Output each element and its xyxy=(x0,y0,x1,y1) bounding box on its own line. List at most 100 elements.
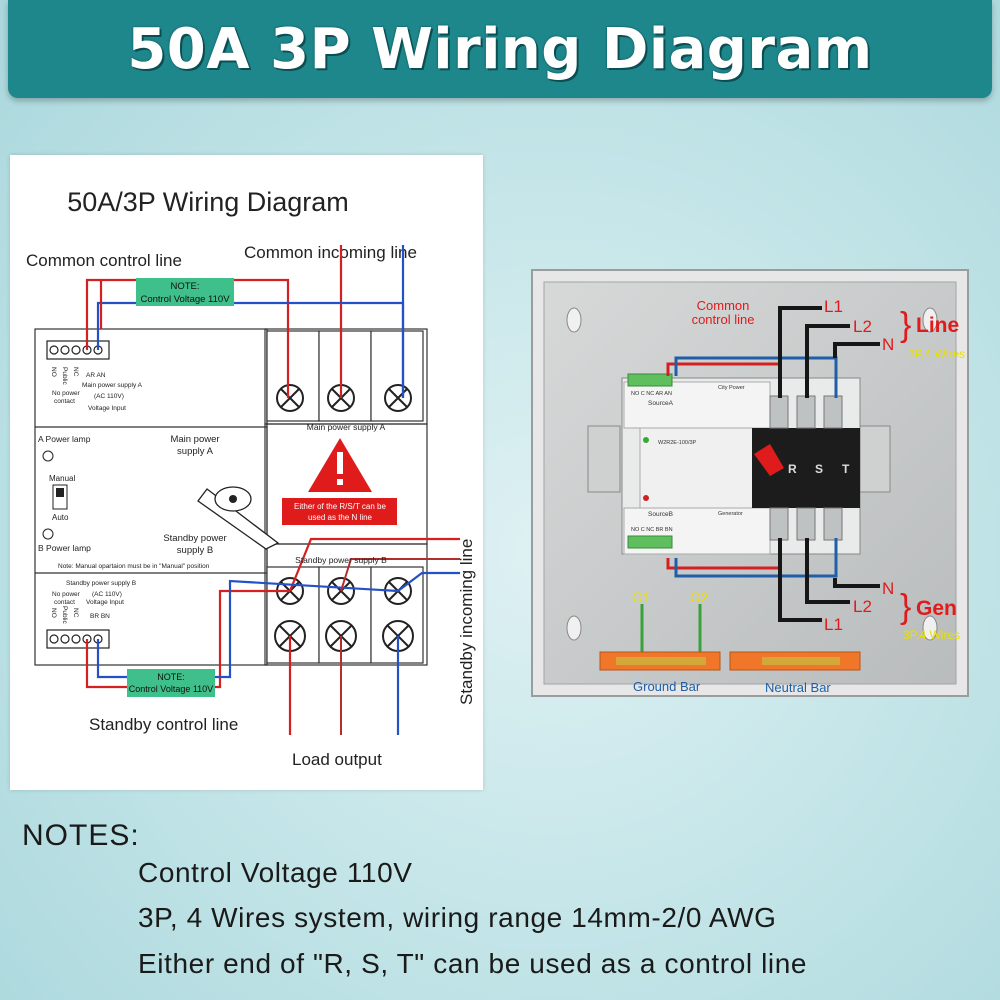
lamp-b xyxy=(643,495,649,501)
a-power-lamp-indicator xyxy=(42,450,54,462)
terminal-nc-a: NC xyxy=(72,367,79,377)
device-b-small-labels: No power contact (AC 110V) Voltage Input… xyxy=(50,591,124,624)
mount-slot-br xyxy=(922,615,938,641)
bracket-right xyxy=(857,425,891,493)
l1-top: L1 xyxy=(824,297,843,316)
terminal-nc-b: NC xyxy=(72,608,79,618)
common-control-line-1: Common xyxy=(697,298,750,313)
voltage-input-b: Voltage Input xyxy=(86,599,124,606)
note-box-top: NOTE: Control Voltage 110V xyxy=(136,278,234,306)
load-output-label: Load output xyxy=(292,750,382,769)
standby-supply-b-label: Standby power supply B xyxy=(295,555,387,565)
no-power-a-2: contact xyxy=(54,398,75,405)
model-code: W2R2E-100/3P xyxy=(658,440,697,446)
generator-label: Generator xyxy=(718,511,743,517)
terminal-public-b: Public xyxy=(61,606,68,624)
bar-screws xyxy=(616,657,840,665)
source-b-label: SourceB xyxy=(648,511,673,518)
controller-a xyxy=(623,381,771,429)
page-title: 50A 3P Wiring Diagram xyxy=(127,16,873,82)
g2-label: G2 xyxy=(690,589,709,605)
l2-bottom: L2 xyxy=(853,597,872,616)
neutral-bar-label: Neutral Bar xyxy=(765,680,831,695)
source-a-label: SourceA xyxy=(648,400,674,407)
mount-slot-bl xyxy=(566,615,582,641)
no-power-a-1: No power xyxy=(52,390,81,397)
terminal-strip-a xyxy=(627,373,673,387)
wires-gen-black xyxy=(778,538,880,622)
phase-t: T xyxy=(842,462,850,476)
note-item-1: Control Voltage 110V xyxy=(138,857,413,888)
terminal-strip-b xyxy=(627,535,673,549)
common-incoming-line-label: Common incoming line xyxy=(244,243,417,262)
note-bottom-line1: NOTE: xyxy=(157,672,185,682)
wires-ground xyxy=(640,604,702,660)
standby-supply-b-small: Standby power supply B xyxy=(66,580,136,587)
a-power-lamp: A Power lamp xyxy=(38,434,91,444)
wires-blue xyxy=(96,245,460,735)
lamp-a xyxy=(643,437,649,443)
wiring-schematic: 50A/3P Wiring Diagram Common control lin… xyxy=(10,155,483,790)
main-power-a-line1: Main power xyxy=(170,434,219,445)
wires-line-black xyxy=(778,306,880,398)
screw-main-r xyxy=(276,384,304,412)
warning-line1: Either of the R/S/T can be xyxy=(294,502,386,511)
control-terminal-b xyxy=(46,629,110,649)
main-power-a-line2: supply A xyxy=(177,446,214,457)
device-a-small-labels: NO Public NC AR AN Main power supply A (… xyxy=(50,367,143,412)
l2-top: L2 xyxy=(853,317,872,336)
schematic-title: 50A/3P Wiring Diagram xyxy=(67,187,349,217)
brace-bottom: } xyxy=(900,588,911,626)
screw-main-t xyxy=(384,384,412,412)
switch-handle xyxy=(754,444,784,476)
transfer-handle xyxy=(197,486,280,550)
note-item-2: 3P, 4 Wires system, wiring range 14mm-2/… xyxy=(138,902,777,933)
standby-control-line-label: Standby control line xyxy=(89,715,238,734)
common-control-line-2: control line xyxy=(692,312,755,327)
b-power-lamp: B Power lamp xyxy=(38,543,91,553)
warning-line2: used as the N line xyxy=(308,513,373,522)
gen-wires: 3P,4 Wires xyxy=(903,628,960,642)
ground-bar-label: Ground Bar xyxy=(633,679,701,694)
notes-section: NOTES: Control Voltage 110V 3P, 4 Wires … xyxy=(0,815,1000,1000)
n-top: N xyxy=(882,335,894,354)
no-power-b-2: contact xyxy=(54,599,75,606)
brace-top: } xyxy=(900,306,911,344)
g1-label: G1 xyxy=(632,589,651,605)
main-power-a-label: Main power supply A xyxy=(307,422,386,432)
wire-blue-common xyxy=(674,356,838,578)
terminal-ar-an: AR AN xyxy=(86,372,106,379)
warning-icon xyxy=(308,438,372,492)
control-terminal-a xyxy=(46,340,110,360)
bracket-left xyxy=(587,425,621,493)
warning-box xyxy=(282,498,397,525)
note-item-3: Either end of "R, S, T" can be used as a… xyxy=(138,948,808,979)
no-power-b-1: No power xyxy=(52,591,81,598)
terminal-lugs-top xyxy=(769,395,843,429)
phase-s: S xyxy=(815,462,823,476)
note-top-line1: NOTE: xyxy=(170,281,199,292)
l1-bottom: L1 xyxy=(824,615,843,634)
terminal-row-b: NO C NC BR BN xyxy=(631,527,673,533)
terminal-row-a: NO C NC AR AN xyxy=(631,391,672,397)
terminal-br-bn: BR BN xyxy=(90,613,110,620)
b-power-lamp-indicator xyxy=(42,528,54,540)
main-supply-a-short: Main power supply A xyxy=(82,382,143,389)
voltage-input-a: Voltage Input xyxy=(88,405,126,412)
line-label: Line xyxy=(916,314,959,337)
terminal-public-a: Public xyxy=(61,367,68,385)
wires-dark xyxy=(340,558,460,735)
standby-power-b-line1: Standby power xyxy=(163,533,226,544)
standby-incoming-line-label: Standby incoming line xyxy=(457,539,476,705)
phase-r: R xyxy=(788,462,797,476)
controller-panel xyxy=(639,427,769,509)
auto-label: Auto xyxy=(52,513,69,522)
ac-110v-a: (AC 110V) xyxy=(94,393,124,400)
gen-label: Gen xyxy=(916,597,957,620)
manual-label: Manual xyxy=(49,474,75,483)
n-bottom: N xyxy=(882,579,894,598)
note-top-line2: Control Voltage 110V xyxy=(140,294,230,305)
common-control-line-label: Common control line xyxy=(26,251,182,270)
line-wires: 3P,4 Wires xyxy=(908,347,965,361)
terminal-no-a: NO xyxy=(50,367,57,377)
